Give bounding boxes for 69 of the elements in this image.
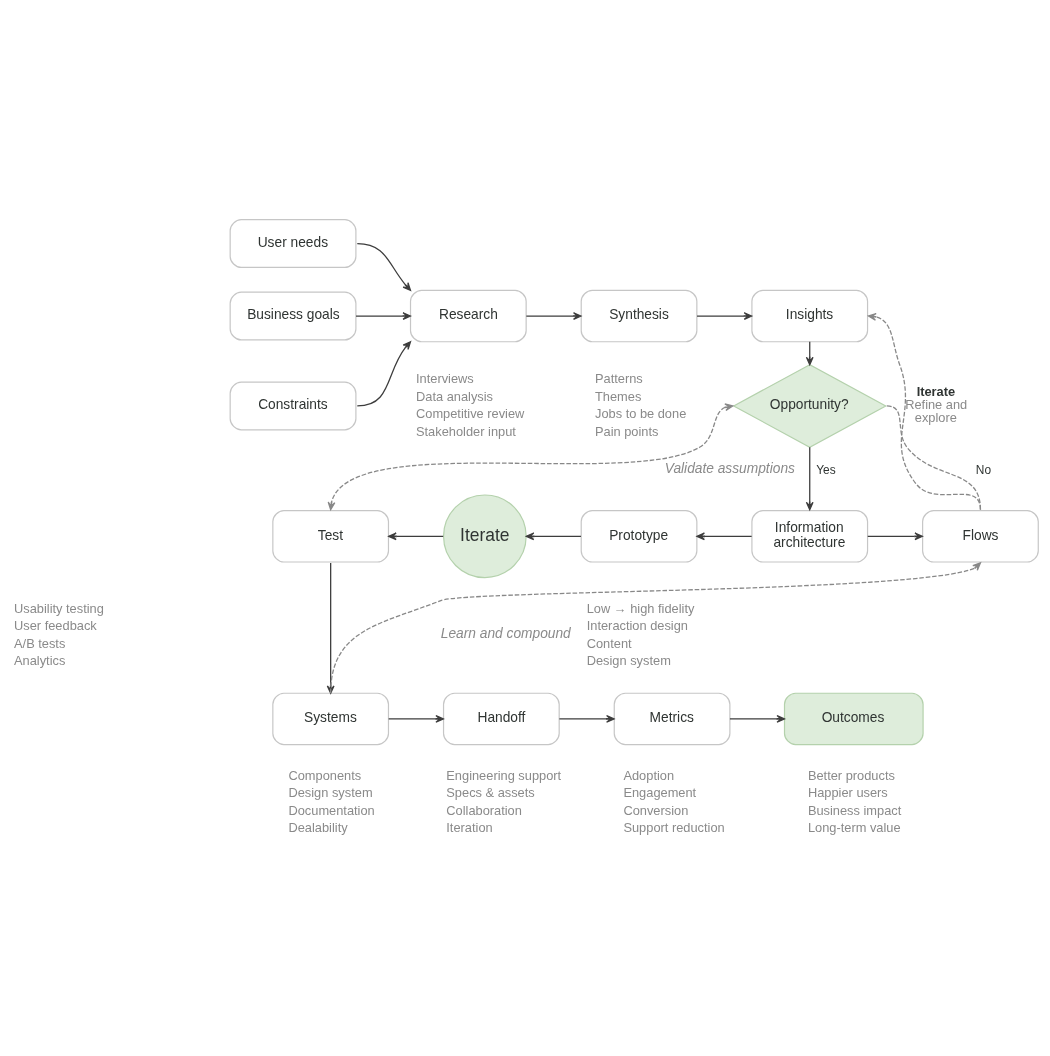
node-label: Interaction design	[586, 617, 688, 633]
edge-label: No	[975, 462, 992, 477]
node-label: Themes	[594, 388, 642, 404]
node-label: Engagement	[623, 784, 697, 800]
node-box: Research	[409, 289, 527, 342]
node-label: Pain points	[594, 423, 659, 439]
node-box: Flows	[922, 509, 1039, 563]
arrow	[330, 561, 982, 694]
arrow	[356, 242, 412, 291]
edge-label: Validate assumptions	[664, 460, 795, 476]
node-label: Specs & assets	[446, 784, 535, 800]
edge-label: Iterate Refine and explore	[905, 383, 968, 425]
arrow	[356, 340, 412, 407]
node-box: User needs	[229, 218, 357, 268]
node-label: Documentation	[288, 802, 375, 818]
node-label: Analytics	[14, 652, 66, 668]
node-label: Support reduction	[623, 819, 725, 835]
node-label: Data analysis	[416, 388, 494, 404]
node-label: Business impact	[807, 802, 902, 818]
node-box: Constraints	[229, 381, 357, 430]
node-box: Outcomes	[783, 692, 924, 745]
node-label: Long-term value	[807, 819, 901, 835]
node-label: Collaboration	[446, 802, 522, 818]
edge-label: Learn and compound	[440, 625, 571, 641]
node-label: User feedback	[14, 617, 97, 633]
arrow	[867, 531, 923, 540]
node-label: Conversion	[623, 802, 689, 818]
node-label: Content	[586, 635, 632, 651]
node-label: Engineering support	[446, 767, 562, 783]
arrow	[696, 311, 753, 320]
node-label: Components	[288, 767, 362, 783]
node-label: Low → high fidelity	[586, 600, 695, 616]
node-label: Stakeholder input	[416, 423, 516, 439]
node-label: Happier users	[807, 784, 888, 800]
node-label: Interviews	[416, 370, 474, 386]
arrow	[525, 311, 582, 320]
node-diamond: Opportunity?	[732, 363, 887, 448]
node-label: A/B tests	[14, 635, 66, 651]
arrow	[525, 531, 582, 540]
node-box: Prototype	[580, 509, 698, 563]
node-label: Iteration	[446, 819, 493, 835]
node-label: Dealability	[288, 819, 348, 835]
node-box: Test	[272, 509, 390, 563]
node-label: Design system	[586, 652, 671, 668]
node-label: Usability testing	[14, 600, 104, 616]
edge-label: Yes	[816, 462, 836, 477]
arrow	[327, 402, 734, 510]
arrow	[867, 312, 982, 510]
node-label: Adoption	[623, 767, 675, 783]
node-box: Information architecture	[751, 509, 869, 563]
node-box: Handoff	[442, 692, 560, 745]
arrow	[355, 311, 412, 320]
node-label: Competitive review	[416, 405, 525, 421]
arrow	[696, 531, 753, 540]
node-box: Business goals	[229, 291, 357, 340]
arrow	[805, 446, 814, 510]
node-circle: Iterate	[442, 493, 527, 578]
node-box: Synthesis	[580, 289, 698, 342]
node-label: Jobs to be done	[594, 405, 687, 421]
node-box: Metrics	[613, 692, 731, 745]
arrow	[388, 714, 444, 723]
arrow	[388, 531, 444, 540]
arrow	[729, 714, 785, 723]
arrow	[558, 714, 615, 723]
node-box: Insights	[751, 289, 869, 342]
node-box: Systems	[272, 692, 390, 745]
node-label: Patterns	[594, 370, 643, 386]
node-label: Design system	[288, 784, 373, 800]
node-label: Better products	[807, 767, 895, 783]
